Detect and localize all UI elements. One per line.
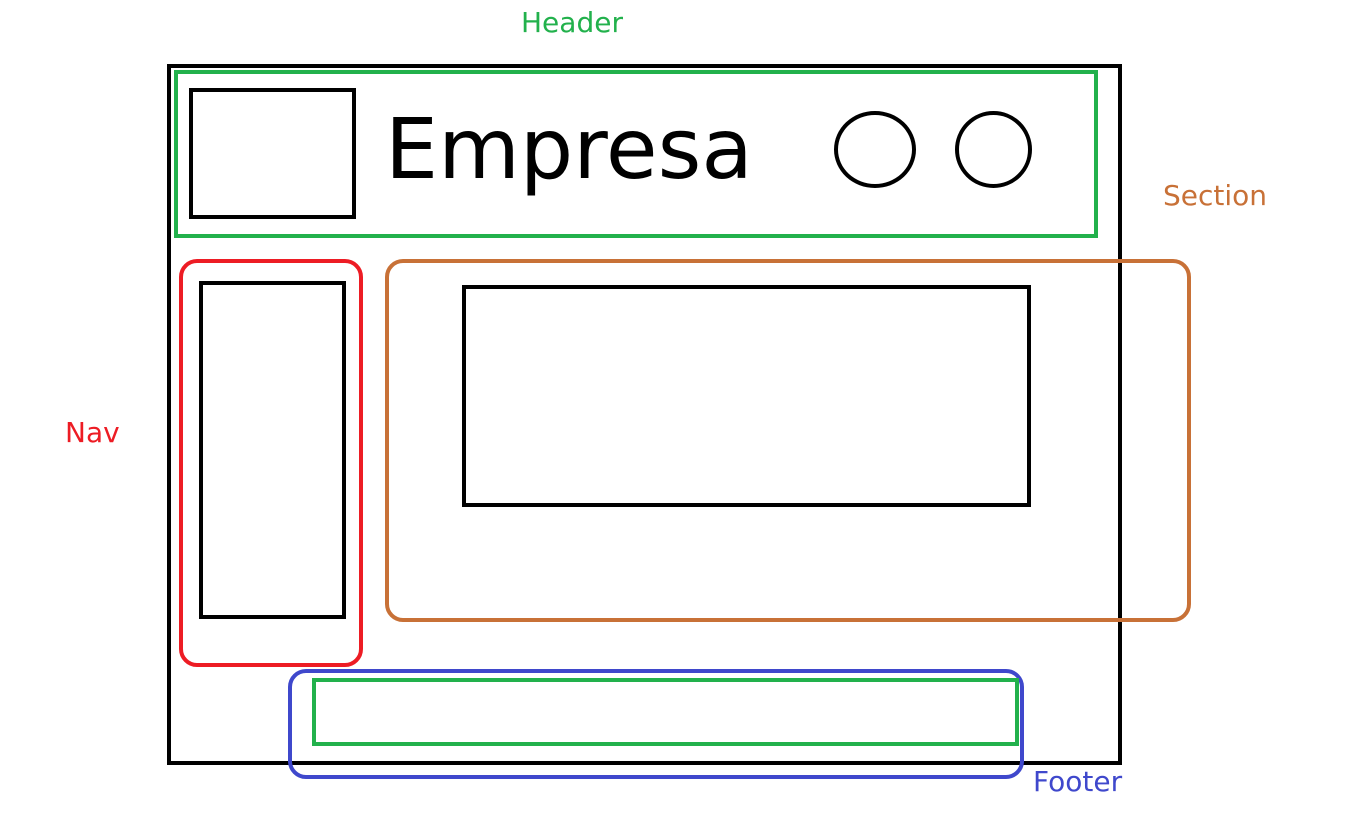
header-label: Header <box>521 6 623 39</box>
logo-placeholder <box>189 88 356 219</box>
nav-content-box <box>199 281 346 619</box>
section-region <box>385 259 1191 622</box>
header-region <box>174 70 1098 238</box>
company-name: Empresa <box>385 100 753 198</box>
page-frame <box>167 64 1122 765</box>
footer-content-box <box>312 678 1019 746</box>
header-circle-icon-2 <box>955 111 1032 188</box>
section-label: Section <box>1163 179 1268 212</box>
nav-label: Nav <box>65 416 120 449</box>
footer-region <box>288 669 1024 779</box>
header-circle-icon-1 <box>834 111 916 188</box>
nav-region <box>179 259 363 667</box>
section-content-box <box>462 285 1031 507</box>
footer-label: Footer <box>1033 765 1123 798</box>
